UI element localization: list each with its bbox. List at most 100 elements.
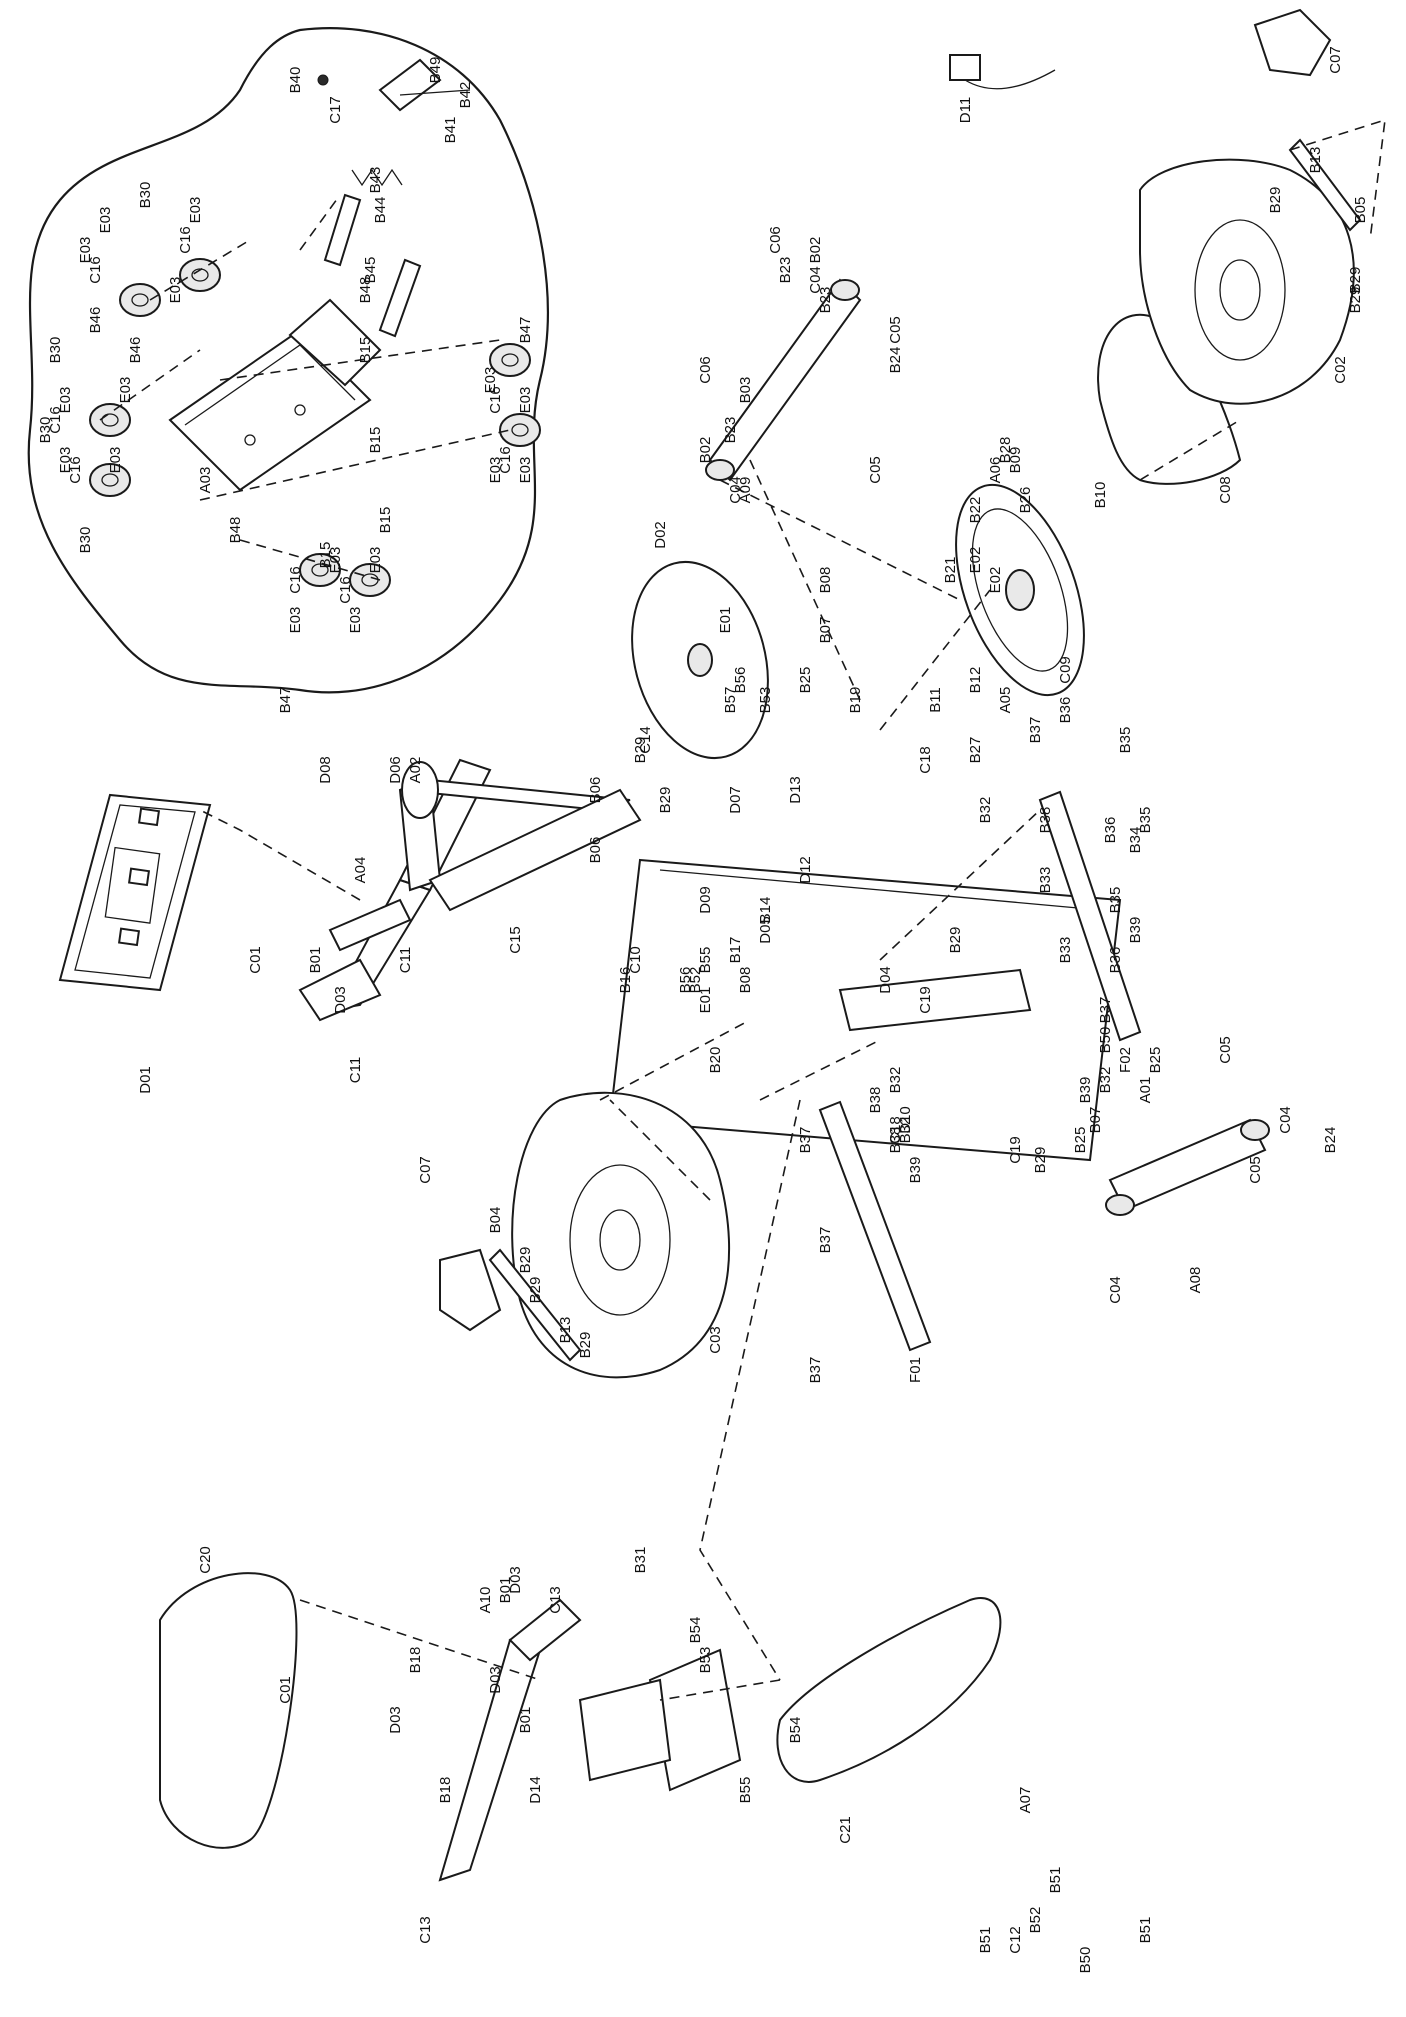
part-label-b57: B57 (722, 687, 739, 714)
pedal-c07-top (1253, 8, 1332, 77)
part-label-b15: B15 (357, 337, 374, 364)
part-label-c05: C05 (887, 316, 904, 344)
part-label-c05: C05 (1217, 1036, 1234, 1064)
part-label-e03: E03 (187, 197, 204, 224)
part-label-e01: E01 (697, 987, 714, 1014)
part-label-c15: C15 (507, 926, 524, 954)
part-label-b13: B13 (1307, 147, 1324, 174)
part-label-b01: B01 (497, 1577, 514, 1604)
part-label-b50: B50 (1077, 1947, 1094, 1974)
part-label-b29: B29 (1032, 1147, 1049, 1174)
rail-f01 (818, 1100, 932, 1352)
part-label-c04: C04 (807, 266, 824, 294)
pulley-c09 (955, 483, 1085, 697)
part-label-c20: C20 (197, 1546, 214, 1574)
part-label-b42: B42 (457, 82, 474, 109)
part-label-e03: E03 (77, 237, 94, 264)
part-label-b51: B51 (977, 1927, 994, 1954)
part-label-b08: B08 (737, 967, 754, 994)
part-label-b46: B46 (87, 307, 104, 334)
part-label-c13: C13 (547, 1586, 564, 1614)
seat-c20 (159, 1572, 298, 1849)
part-label-b38: B38 (867, 1087, 884, 1114)
part-label-b50: B50 (1097, 1027, 1114, 1054)
part-label-a07: A07 (1017, 1787, 1034, 1814)
part-label-b25: B25 (1147, 1047, 1164, 1074)
part-label-b21: B21 (942, 557, 959, 584)
part-label-b09: B09 (1007, 447, 1024, 474)
part-label-b24: B24 (1322, 1127, 1339, 1154)
part-label-c16: C16 (487, 386, 504, 414)
part-label-b32: B32 (1097, 1067, 1114, 1094)
part-label-a03: A03 (197, 467, 214, 494)
part-label-d04: D04 (877, 966, 894, 994)
part-label-b08: B08 (817, 567, 834, 594)
part-label-b40: B40 (287, 67, 304, 94)
console-d01 (58, 793, 212, 992)
part-label-b29: B29 (1347, 287, 1364, 314)
part-label-c05: C05 (867, 456, 884, 484)
part-label-b06: B06 (587, 837, 604, 864)
part-label-d13: D13 (787, 776, 804, 804)
part-label-b48: B48 (357, 277, 374, 304)
part-label-c07: C07 (1327, 46, 1344, 74)
part-label-d12: D12 (797, 856, 814, 884)
part-label-c18: C18 (917, 746, 934, 774)
inset-rollers (89, 258, 541, 597)
part-label-c11: C11 (347, 1057, 364, 1083)
part-label-b23: B23 (722, 417, 739, 444)
part-label-e03: E03 (97, 207, 114, 234)
part-label-e01: E01 (717, 607, 734, 634)
part-label-e03: E03 (347, 607, 364, 634)
part-label-b36: B36 (1057, 697, 1074, 724)
part-label-e03: E03 (482, 367, 499, 394)
part-label-e03: E03 (57, 447, 74, 474)
part-label-b29: B29 (577, 1332, 594, 1359)
part-label-c21: C21 (837, 1816, 854, 1844)
part-label-d07: D07 (727, 786, 744, 814)
part-label-c16: C16 (337, 576, 354, 604)
part-label-b30: B30 (37, 417, 54, 444)
main-frame-a01 (608, 858, 1122, 1162)
part-label-b32: B32 (977, 797, 994, 824)
part-label-e03: E03 (327, 547, 344, 574)
part-label-b53: B53 (697, 1647, 714, 1674)
part-label-d06: D06 (387, 756, 404, 784)
part-label-b07: B07 (817, 617, 834, 644)
part-label-e03: E03 (287, 607, 304, 634)
part-label-c01: C01 (247, 946, 264, 974)
part-label-c12: C12 (1007, 1926, 1024, 1954)
part-label-c06: C06 (697, 356, 714, 384)
part-label-e02: E02 (967, 547, 984, 574)
crank-b05 (1288, 138, 1362, 232)
part-label-b36: B36 (1107, 947, 1124, 974)
adapter-d11 (949, 54, 1056, 90)
part-label-b34: B34 (1127, 827, 1144, 854)
part-label-b52: B52 (687, 967, 704, 994)
part-label-c08: C08 (1217, 476, 1234, 504)
part-label-b29: B29 (527, 1277, 544, 1304)
part-label-c16: C16 (287, 566, 304, 594)
crank-b04 (488, 1248, 582, 1362)
part-label-b53: B53 (757, 687, 774, 714)
part-label-b39: B39 (907, 1157, 924, 1184)
part-label-e03: E03 (117, 377, 134, 404)
part-label-c18: C18 (887, 1116, 904, 1144)
part-label-b16: B16 (617, 967, 634, 994)
part-label-f01: F01 (907, 1357, 924, 1383)
part-label-d10: D10 (897, 1106, 914, 1134)
part-label-c16: C16 (67, 456, 84, 484)
part-label-c16: C16 (177, 226, 194, 254)
part-label-a04: A04 (352, 857, 369, 884)
part-label-b55: B55 (697, 947, 714, 974)
part-label-b11: B11 (927, 687, 944, 713)
part-label-e03: E03 (367, 547, 384, 574)
part-label-b44: B44 (372, 197, 389, 224)
part-label-b29: B29 (1347, 267, 1364, 294)
part-label-b35: B35 (1117, 727, 1134, 754)
part-label-b01: B01 (307, 947, 324, 974)
part-label-b47: B47 (517, 317, 534, 344)
part-label-b32: B32 (897, 1117, 914, 1144)
part-label-b26: B26 (1017, 487, 1034, 514)
